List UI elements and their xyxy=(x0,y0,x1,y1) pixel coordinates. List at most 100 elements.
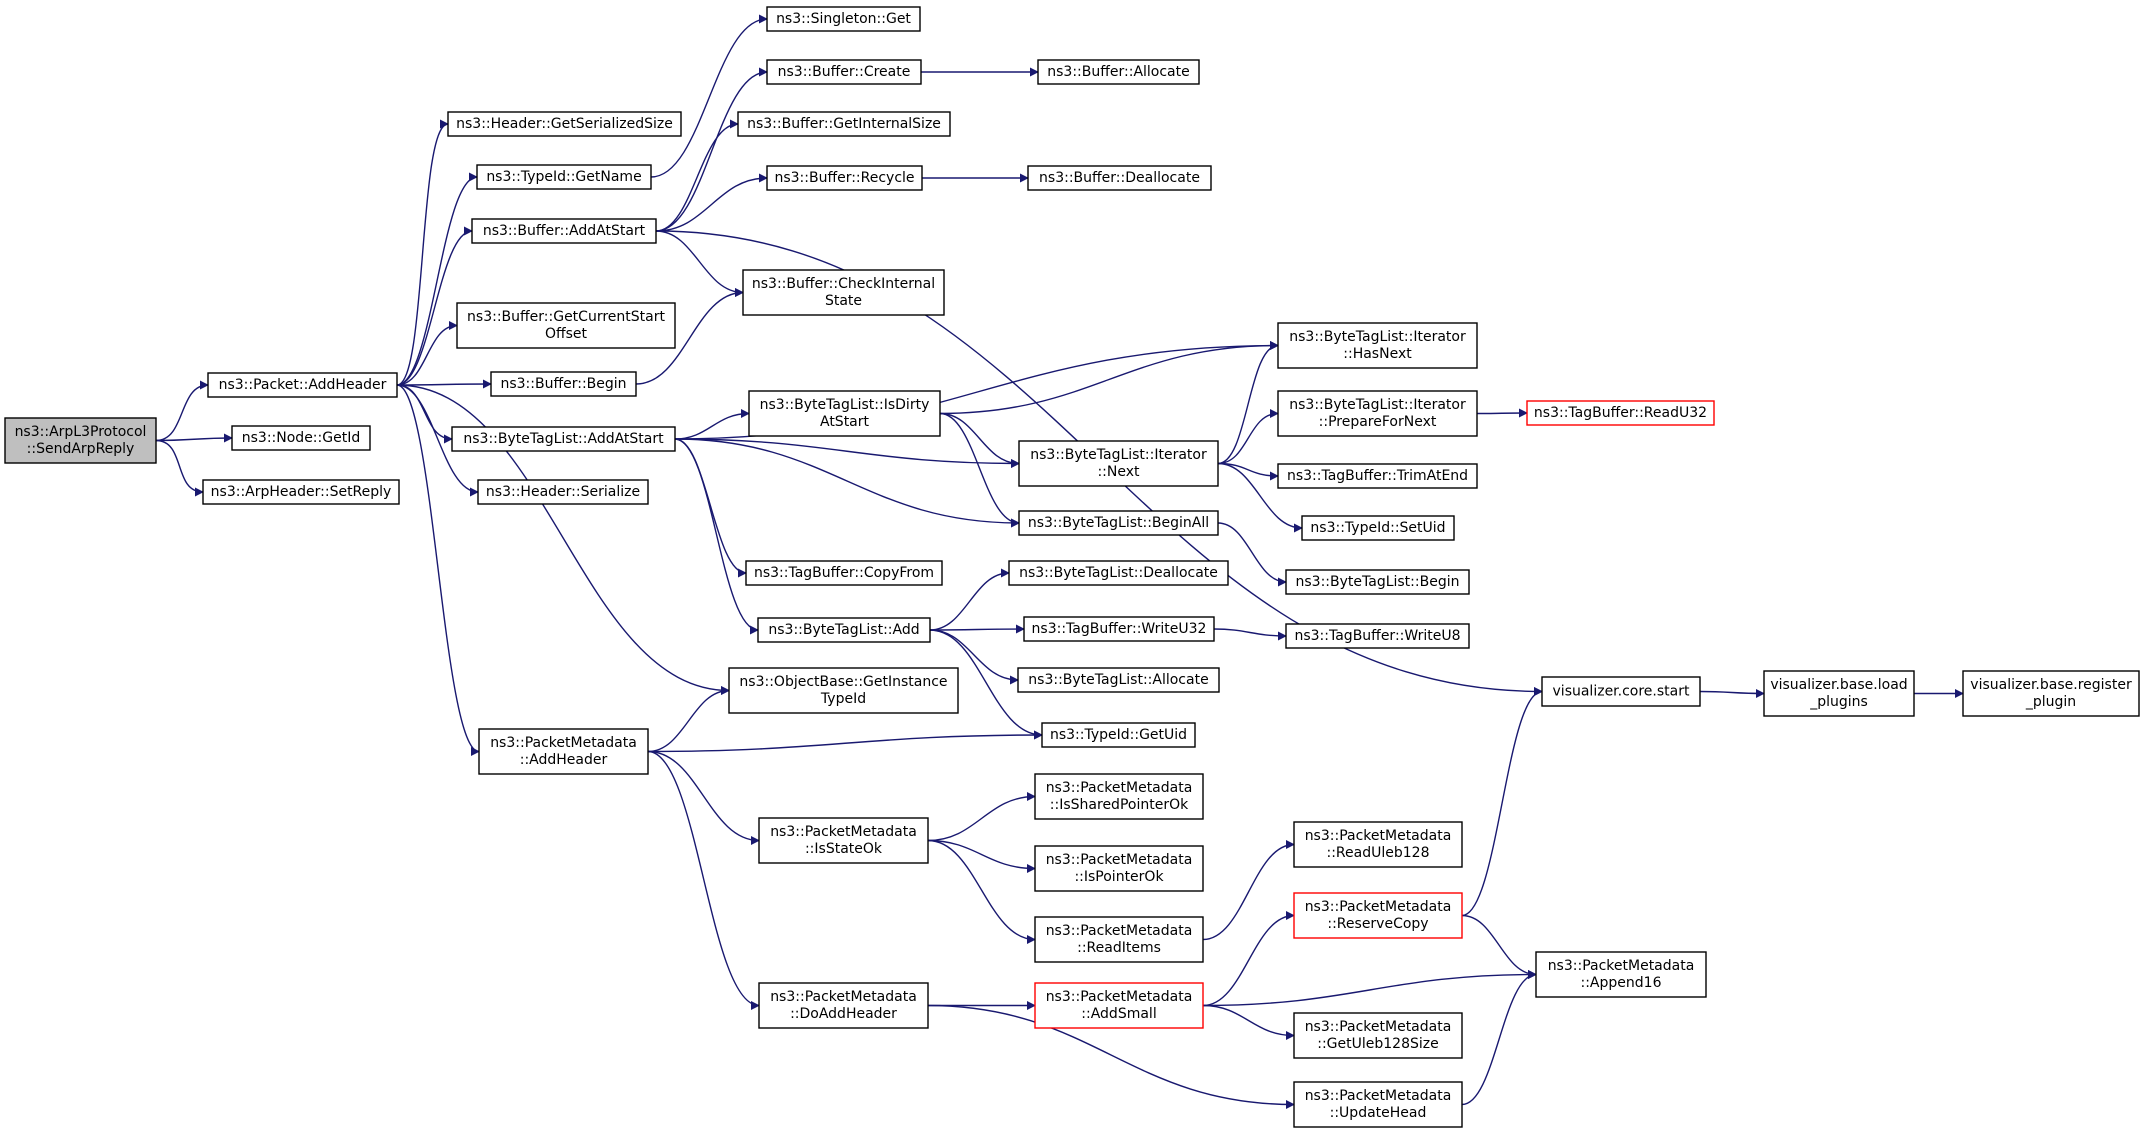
edge-bufaddatstart-to-checkinternal xyxy=(655,230,744,297)
node-box-addsmall xyxy=(1034,982,1204,1029)
node-copyfrom[interactable]: ns3::TagBuffer::CopyFrom xyxy=(745,560,943,586)
node-btlbegin[interactable]: ns3::ByteTagList::Begin xyxy=(1285,569,1470,595)
node-setreply[interactable]: ns3::ArpHeader::SetReply xyxy=(202,479,400,505)
node-readu32[interactable]: ns3::TagBuffer::ReadU32 xyxy=(1526,400,1715,426)
node-reservecopy[interactable]: ns3::PacketMetadata::ReserveCopy xyxy=(1293,892,1463,939)
node-box-nodegetid xyxy=(231,425,371,451)
node-isstateok[interactable]: ns3::PacketMetadata::IsStateOk xyxy=(758,817,929,864)
node-label-reservecopy-line-1: ::ReserveCopy xyxy=(1327,916,1428,932)
node-updatehead[interactable]: ns3::PacketMetadata::UpdateHead xyxy=(1293,1081,1463,1128)
node-box-bufrecycle xyxy=(766,165,923,191)
node-bufdeallocate[interactable]: ns3::Buffer::Deallocate xyxy=(1027,165,1212,191)
node-getuid[interactable]: ns3::TypeId::GetUid xyxy=(1041,722,1196,748)
node-writeu8[interactable]: ns3::TagBuffer::WriteU8 xyxy=(1285,623,1470,649)
node-append16[interactable]: ns3::PacketMetadata::Append16 xyxy=(1535,951,1707,998)
node-readitems[interactable]: ns3::PacketMetadata::ReadItems xyxy=(1034,916,1204,963)
node-label-btlbegin-line-0: ns3::ByteTagList::Begin xyxy=(1296,574,1460,590)
node-box-addheader xyxy=(207,372,398,398)
edge-btladd-to-btldeallocate xyxy=(929,568,1010,631)
node-hasnext[interactable]: ns3::ByteTagList::Iterator::HasNext xyxy=(1277,322,1478,369)
node-box-isdirty xyxy=(748,390,941,437)
edge-addheader-to-bufaddatstart xyxy=(396,226,473,386)
node-label-getuid-line-0: ns3::TypeId::GetUid xyxy=(1050,727,1187,743)
node-iternext[interactable]: ns3::ByteTagList::Iterator::Next xyxy=(1018,440,1219,487)
node-addsmall[interactable]: ns3::PacketMetadata::AddSmall xyxy=(1034,982,1204,1029)
node-preparefornext[interactable]: ns3::ByteTagList::Iterator::PrepareForNe… xyxy=(1277,390,1478,437)
node-box-root xyxy=(4,417,157,464)
edge-iternext-to-hasnext xyxy=(1217,341,1279,465)
node-readuleb128[interactable]: ns3::PacketMetadata::ReadUleb128 xyxy=(1293,821,1463,868)
node-bufcreate[interactable]: ns3::Buffer::Create xyxy=(766,59,922,85)
edge-addsmall-to-reservecopy xyxy=(1202,911,1295,1007)
node-box-bufallocate xyxy=(1037,59,1200,85)
node-btladd[interactable]: ns3::ByteTagList::Add xyxy=(757,617,931,643)
edge-bufaddatstart-to-getinternalsize xyxy=(655,119,739,232)
node-getserializedsize[interactable]: ns3::Header::GetSerializedSize xyxy=(447,111,682,137)
node-label-issharedpointerok-line-0: ns3::PacketMetadata xyxy=(1046,780,1193,796)
edge-addheader-to-getserializedsize xyxy=(396,119,449,386)
node-label-registerplugin-line-1: _plugin xyxy=(2025,694,2076,710)
edge-readitems-to-readuleb128 xyxy=(1202,840,1295,941)
node-headerserialize[interactable]: ns3::Header::Serialize xyxy=(477,479,649,505)
node-ispointerok[interactable]: ns3::PacketMetadata::IsPointerOk xyxy=(1034,845,1204,892)
node-box-pmaddheader xyxy=(478,728,649,775)
node-doaddheader[interactable]: ns3::PacketMetadata::DoAddHeader xyxy=(758,982,929,1029)
node-label-readuleb128-line-0: ns3::PacketMetadata xyxy=(1305,828,1452,844)
node-bufallocate[interactable]: ns3::Buffer::Allocate xyxy=(1037,59,1200,85)
node-loadplugins[interactable]: visualizer.base.load_plugins xyxy=(1763,670,1915,717)
edge-updatehead-to-append16 xyxy=(1461,970,1537,1106)
node-bufaddatstart[interactable]: ns3::Buffer::AddAtStart xyxy=(471,218,657,244)
node-beginall[interactable]: ns3::ByteTagList::BeginAll xyxy=(1018,510,1219,536)
node-label-ispointerok-line-1: ::IsPointerOk xyxy=(1074,869,1164,885)
node-label-beginall-line-0: ns3::ByteTagList::BeginAll xyxy=(1028,515,1209,531)
node-bufbegin[interactable]: ns3::Buffer::Begin xyxy=(490,371,637,397)
edge-root-to-setreply xyxy=(155,439,204,497)
node-box-append16 xyxy=(1535,951,1707,998)
node-label-headerserialize-line-0: ns3::Header::Serialize xyxy=(486,484,640,500)
node-label-reservecopy-line-0: ns3::PacketMetadata xyxy=(1305,899,1452,915)
edge-isstateok-to-ispointerok xyxy=(927,839,1036,873)
edge-btladdatstart-to-beginall xyxy=(674,438,1020,528)
node-singletonget[interactable]: ns3::Singleton::Get xyxy=(766,6,921,32)
node-label-getserializedsize-line-0: ns3::Header::GetSerializedSize xyxy=(456,116,673,132)
node-label-checkinternal-line-1: State xyxy=(825,293,862,309)
node-trimatend[interactable]: ns3::TagBuffer::TrimAtEnd xyxy=(1277,463,1478,489)
node-box-singletonget xyxy=(766,6,921,32)
edge-reservecopy-to-append16 xyxy=(1461,914,1537,979)
node-box-readuleb128 xyxy=(1293,821,1463,868)
node-box-hasnext xyxy=(1277,322,1478,369)
node-label-readitems-line-0: ns3::PacketMetadata xyxy=(1046,923,1193,939)
node-btldeallocate[interactable]: ns3::ByteTagList::Deallocate xyxy=(1008,560,1229,586)
node-writeu32[interactable]: ns3::TagBuffer::WriteU32 xyxy=(1023,616,1215,642)
node-bufrecycle[interactable]: ns3::Buffer::Recycle xyxy=(766,165,923,191)
node-addheader[interactable]: ns3::Packet::AddHeader xyxy=(207,372,398,398)
node-box-headerserialize xyxy=(477,479,649,505)
edge-writeu32-to-writeu8 xyxy=(1213,628,1287,641)
node-btlallocate[interactable]: ns3::ByteTagList::Allocate xyxy=(1017,667,1220,693)
node-btladdatstart[interactable]: ns3::ByteTagList::AddAtStart xyxy=(451,426,676,452)
node-box-btldeallocate xyxy=(1008,560,1229,586)
edge-typeidgetname-to-singletonget xyxy=(650,14,768,178)
node-vizstart[interactable]: visualizer.core.start xyxy=(1541,676,1701,707)
node-box-btladd xyxy=(757,617,931,643)
node-issharedpointerok[interactable]: ns3::PacketMetadata::IsSharedPointerOk xyxy=(1034,773,1204,820)
node-nodegetid[interactable]: ns3::Node::GetId xyxy=(231,425,371,451)
node-label-setreply-line-0: ns3::ArpHeader::SetReply xyxy=(211,484,392,500)
node-box-beginall xyxy=(1018,510,1219,536)
node-root[interactable]: ns3::ArpL3Protocol::SendArpReply xyxy=(4,417,157,464)
node-label-loadplugins-line-0: visualizer.base.load xyxy=(1770,677,1907,693)
node-pmaddheader[interactable]: ns3::PacketMetadata::AddHeader xyxy=(478,728,649,775)
node-getuleb128size[interactable]: ns3::PacketMetadata::GetUleb128Size xyxy=(1293,1012,1463,1059)
node-registerplugin[interactable]: visualizer.base.register_plugin xyxy=(1962,670,2140,717)
node-box-copyfrom xyxy=(745,560,943,586)
edge-addheader-to-bufbegin xyxy=(396,379,492,389)
node-typeidgetname[interactable]: ns3::TypeId::GetName xyxy=(476,164,652,190)
node-label-checkinternal-line-0: ns3::Buffer::CheckInternal xyxy=(752,276,935,292)
node-getinternalsize[interactable]: ns3::Buffer::GetInternalSize xyxy=(737,111,951,137)
node-setuid[interactable]: ns3::TypeId::SetUid xyxy=(1301,515,1455,541)
edge-doaddheader-to-updatehead xyxy=(927,1004,1295,1109)
